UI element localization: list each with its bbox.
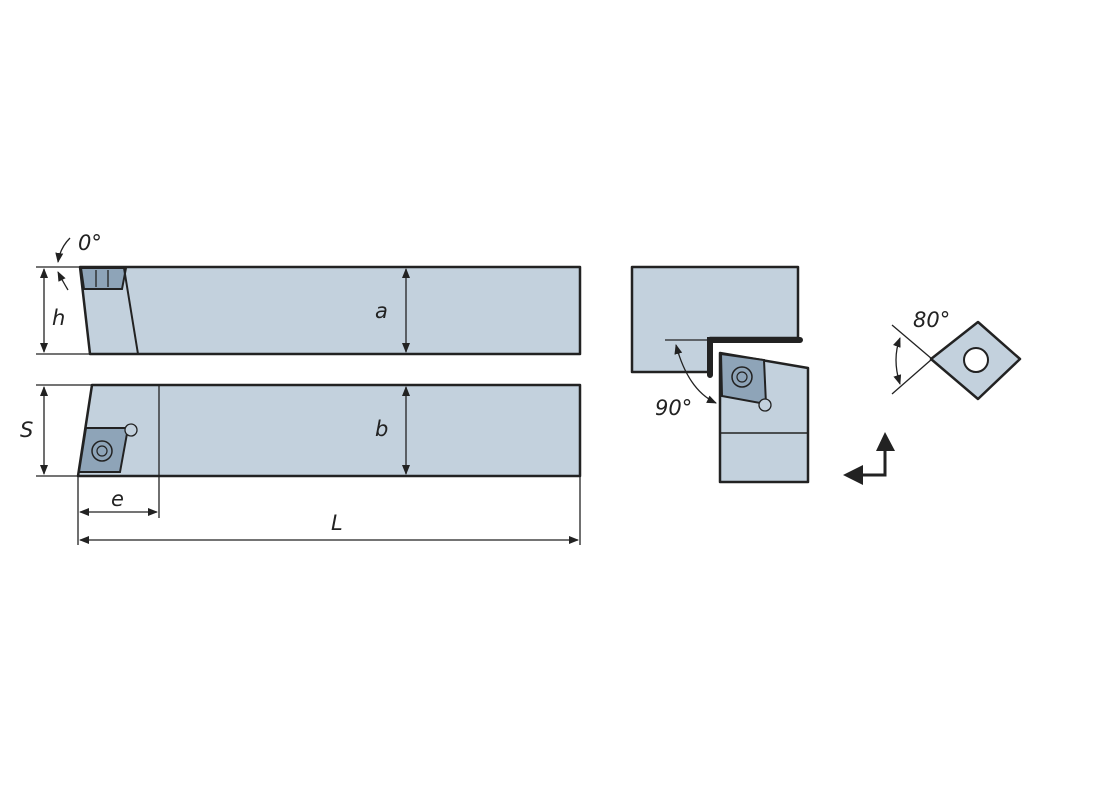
insert-front [77, 427, 130, 473]
insert-shape-view: 80° [891, 308, 1022, 401]
torx-screw-icon [91, 440, 113, 462]
front-view-holder: S b e L [20, 383, 582, 545]
angle-90-arc [674, 344, 717, 404]
h-label: h [52, 306, 65, 330]
angle-0-label: 0° [78, 231, 102, 255]
e-label: e [111, 487, 124, 511]
insert-side [79, 267, 128, 290]
b-label: b [375, 417, 388, 441]
angle-90-label: 90° [655, 396, 692, 420]
l-label: L [331, 511, 343, 535]
application-view: 90° [630, 265, 810, 484]
feed-direction-arrows-icon [843, 432, 895, 485]
s-label: S [20, 418, 33, 442]
angle-80-arc [893, 337, 902, 385]
angle-80-label: 80° [913, 308, 950, 332]
a-label: a [375, 299, 388, 323]
top-view-holder: 0° h a [36, 231, 582, 356]
